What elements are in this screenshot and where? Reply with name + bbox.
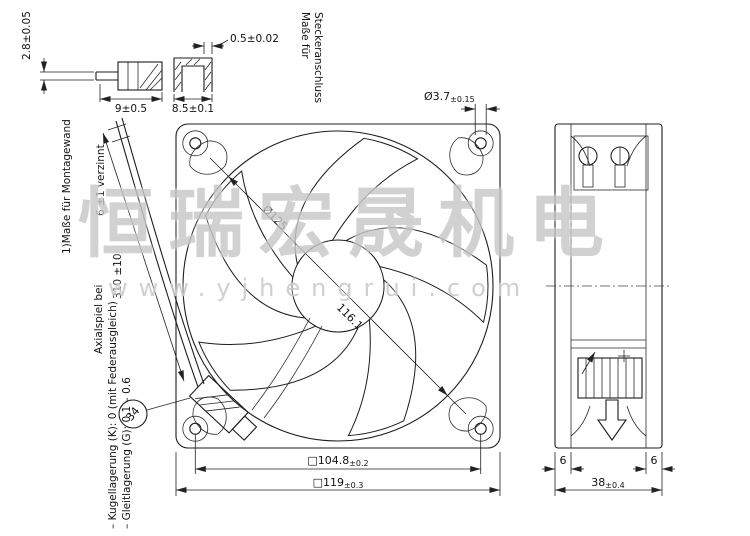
lead-wire-assembly: 310 ±10 6 ±1 verzinnt 1)Maße für Montage… [61, 117, 258, 441]
axial-note-line2: – Kugellagerung (K): 0 (mit Federausglei… [107, 301, 119, 529]
rotation-direction-arrow-icon [581, 351, 596, 375]
venturi-bell-curve [626, 135, 647, 167]
corner-top-right [449, 130, 494, 176]
outer-dim-label: □119±0.3 [313, 476, 364, 490]
balloon-leader [146, 397, 191, 411]
side-bottom-dimensions: 6 6 38±0.4 [542, 452, 675, 496]
tinned-end-mark [107, 123, 127, 131]
corner-slot [192, 396, 227, 435]
hole-dim-tol: ±0.15 [450, 95, 475, 104]
terminal-block [573, 135, 649, 191]
corner-boss-circle [182, 130, 209, 157]
front-view: Ø125 116.1 Ø3.7±0.15 □104.8±0.2 □119±0.3 [175, 90, 501, 496]
mounting-hole [474, 422, 487, 435]
connector-title-line2: Steckeranschluss [312, 12, 324, 103]
terminal-width-dim-label: 9±0.5 [115, 103, 147, 115]
flange-left-dim-label: 6 [560, 454, 567, 467]
pin-height-dimension: 2.8±0.05 [21, 11, 94, 94]
plug-tip [231, 415, 258, 441]
socket-width-dim-label: 8.5±0.1 [172, 103, 214, 115]
mounting-wall-note-label: 1)Maße für Montagewand [61, 119, 73, 254]
flange-right-dim-label: 6 [651, 454, 658, 467]
mount-dim-tol: ±0.2 [349, 459, 368, 468]
terminal-width-dimension: 9±0.5 [99, 84, 163, 115]
connector-title-line1: Maße für [299, 12, 311, 59]
axial-note-line3: – Gleitlagerung (G): 0.1 – 0.6 [121, 377, 133, 529]
connector-detail: 2.8±0.05 9±0.5 8.5±0.1 0.5±0.02 Maße für… [21, 11, 324, 115]
wire-channel-line [251, 317, 311, 411]
corner-slot [189, 140, 228, 175]
polarity-cross-mark [618, 350, 630, 362]
corner-top-left [182, 130, 228, 175]
plug-connector [188, 374, 258, 441]
wall-thickness-dimension: 0.5±0.02 [192, 33, 279, 54]
motor-block [577, 357, 643, 399]
front-bottom-dimensions: □104.8±0.2 □119±0.3 [175, 434, 501, 496]
mount-dim-value: □104.8 [307, 454, 349, 467]
side-view: 6 6 38±0.4 [542, 123, 675, 496]
hole-dim-value: Ø3.7 [424, 90, 450, 103]
axial-note-line1: Axialspiel bei [93, 285, 105, 354]
terminal-stem [614, 164, 626, 188]
tinned-note-label: 6 ±1 verzinnt [95, 144, 107, 216]
outer-dim-value: □119 [313, 476, 344, 489]
corner-slot [449, 137, 484, 176]
depth-dim-value: 38 [591, 476, 605, 489]
wire-length-dim-label: 310 ±10 [112, 253, 124, 299]
hole-dim-label: Ø3.7±0.15 [424, 90, 475, 104]
outer-dim-tol: ±0.3 [344, 481, 363, 490]
socket-section-part [173, 57, 213, 92]
terminal-bracket [573, 135, 649, 191]
depth-dim-tol: ±0.4 [605, 481, 624, 490]
mount-dim-label: □104.8±0.2 [307, 454, 368, 468]
lead-wire [115, 120, 199, 388]
impeller [198, 137, 489, 437]
airflow-direction-arrow-icon [596, 399, 628, 441]
socket-width-dimension: 8.5±0.1 [172, 94, 214, 115]
balloon-circle [118, 399, 148, 429]
corner-slot [448, 397, 487, 432]
corner-bottom-right [448, 397, 494, 442]
mounting-hole [474, 137, 487, 150]
corner-boss-circle [467, 130, 494, 157]
pin-height-dim-label: 2.8±0.05 [21, 11, 33, 60]
wire-channel-line [263, 325, 323, 419]
wire-length-dim-line [102, 132, 185, 382]
lead-wire [121, 117, 205, 385]
mounting-hole [189, 137, 202, 150]
terminal-stem [582, 164, 594, 188]
venturi-bell-curve [626, 405, 647, 437]
mounting-hole [189, 422, 202, 435]
wall-thickness-dim-label: 0.5±0.02 [230, 33, 279, 45]
diag-outer-dim-label: Ø125 [260, 203, 290, 233]
terminal-side-part [95, 61, 163, 91]
venturi-bell-curve [570, 405, 591, 437]
hole-dimension: Ø3.7±0.15 [424, 90, 500, 135]
depth-dim-label: 38±0.4 [591, 476, 624, 490]
corner-bottom-left [182, 396, 227, 442]
axial-play-note: Axialspiel bei – Kugellagerung (K): 0 (m… [93, 285, 133, 529]
